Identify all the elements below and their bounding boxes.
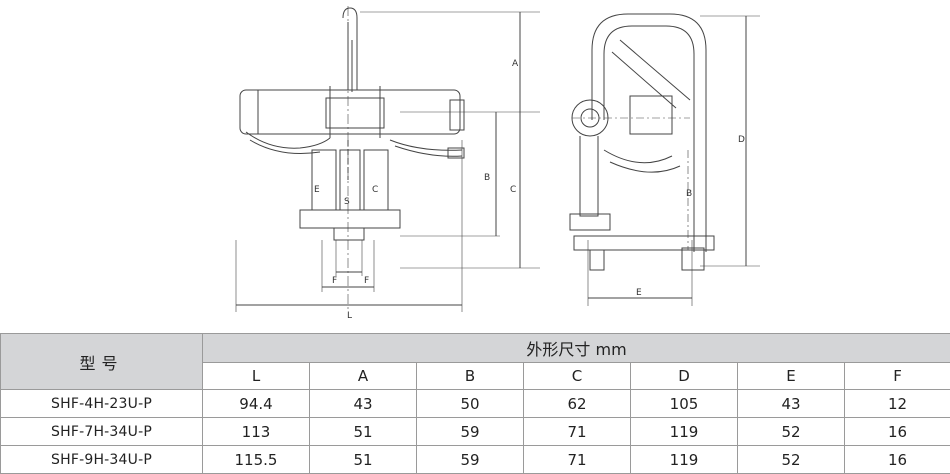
value-cell: 12 [845,390,950,418]
col-a: A [310,363,417,390]
value-cell: 71 [524,446,631,474]
model-cell: SHF-7H-34U-P [1,418,203,446]
dimension-table: 型号 外形尺寸 mm L A B C D E F SHF-4H-23U-P 94… [0,333,950,474]
value-cell: 119 [631,418,738,446]
value-cell: 62 [524,390,631,418]
value-cell: 43 [738,390,845,418]
value-cell: 50 [417,390,524,418]
col-b: B [417,363,524,390]
label-a: A [512,59,519,69]
label-f-right: F [364,276,369,286]
col-d: D [631,363,738,390]
side-port-label: B [686,189,692,199]
port-c-label: C [372,185,378,195]
value-cell: 52 [738,418,845,446]
value-cell: 51 [310,418,417,446]
value-cell: 119 [631,446,738,474]
table-row: SHF-7H-34U-P 113 51 59 71 119 52 16 [1,418,950,446]
value-cell: 113 [203,418,310,446]
col-l: L [203,363,310,390]
col-f: F [845,363,950,390]
model-cell: SHF-9H-34U-P [1,446,203,474]
value-cell: 59 [417,446,524,474]
value-cell: 105 [631,390,738,418]
value-cell: 16 [845,446,950,474]
value-cell: 52 [738,446,845,474]
table-row: SHF-9H-34U-P 115.5 51 59 71 119 52 16 [1,446,950,474]
value-cell: 51 [310,446,417,474]
port-s-label: S [344,197,350,207]
label-e: E [636,288,642,298]
table-row: SHF-4H-23U-P 94.4 43 50 62 105 43 12 [1,390,950,418]
label-f-left: F [332,276,337,286]
value-cell: 43 [310,390,417,418]
dimension-header: 外形尺寸 mm [203,334,950,363]
value-cell: 59 [417,418,524,446]
value-cell: 16 [845,418,950,446]
col-e: E [738,363,845,390]
technical-drawing: L F F A B C D E E S C B [0,0,950,330]
drawing-svg: L F F A B C D E E S C B [0,0,950,330]
col-c: C [524,363,631,390]
label-d: D [738,135,745,145]
value-cell: 71 [524,418,631,446]
label-c: C [510,185,516,195]
label-l: L [347,311,352,321]
label-b: B [484,173,490,183]
model-cell: SHF-4H-23U-P [1,390,203,418]
port-e-label: E [314,185,320,195]
model-header: 型号 [1,334,203,390]
value-cell: 94.4 [203,390,310,418]
value-cell: 115.5 [203,446,310,474]
